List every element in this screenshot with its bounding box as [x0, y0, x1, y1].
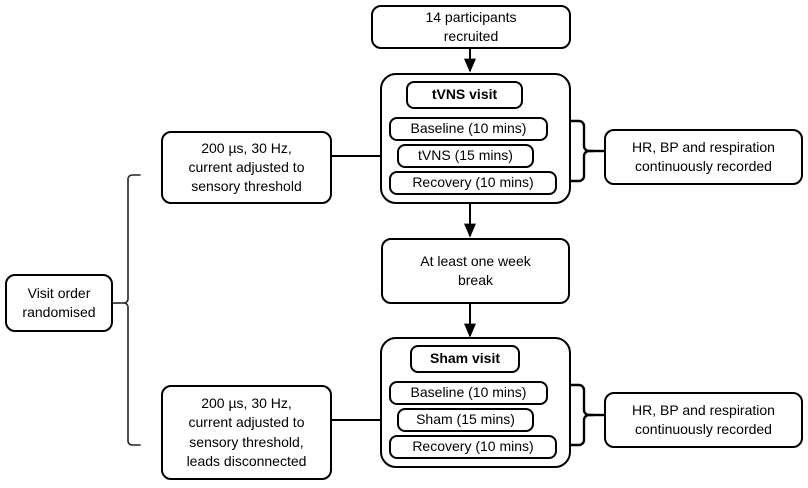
node-sham-parameters[interactable]: 200 µs, 30 Hz, current adjusted to senso…: [161, 385, 332, 480]
node-recruitment[interactable]: 14 participants recruited: [371, 5, 571, 49]
node-washout-break[interactable]: At least one week break: [381, 238, 570, 304]
node-tvns-parameters[interactable]: 200 µs, 30 Hz, current adjusted to senso…: [161, 131, 332, 204]
node-visit-order-randomised[interactable]: Visit order randomised: [5, 274, 113, 332]
node-tvns-recording[interactable]: HR, BP and respiration continuously reco…: [604, 129, 803, 185]
node-sham-visit-label[interactable]: Sham visit: [410, 345, 520, 373]
node-tvns-baseline[interactable]: Baseline (10 mins): [389, 117, 548, 141]
node-tvns-visit-label[interactable]: tVNS visit: [406, 81, 523, 109]
node-sham-baseline[interactable]: Baseline (10 mins): [389, 381, 548, 405]
node-sham-stimulation[interactable]: Sham (15 mins): [397, 408, 534, 432]
node-tvns-recovery[interactable]: Recovery (10 mins): [389, 171, 557, 195]
node-tvns-stimulation[interactable]: tVNS (15 mins): [397, 144, 534, 168]
node-sham-recording[interactable]: HR, BP and respiration continuously reco…: [604, 392, 803, 448]
node-sham-recovery[interactable]: Recovery (10 mins): [389, 435, 557, 459]
bracket-visit-order-randomised: [119, 174, 141, 446]
